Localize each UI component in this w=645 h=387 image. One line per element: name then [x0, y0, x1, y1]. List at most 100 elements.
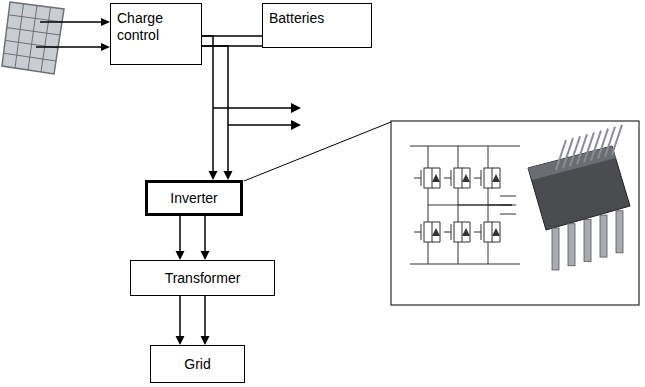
diode-lead [500, 168, 501, 188]
box-label: Charge control [117, 10, 195, 44]
panel-grid-line [41, 7, 51, 72]
leader-line [244, 122, 391, 181]
load-outputs [213, 103, 301, 130]
panel-wire [40, 21, 102, 23]
wire-line [202, 46, 228, 173]
mosfet-symbol [454, 222, 462, 242]
box-label: Grid [184, 356, 210, 373]
arrow-head [224, 171, 233, 180]
panel-wire [36, 46, 102, 48]
gate-lead [474, 178, 481, 179]
wire-line [179, 216, 181, 253]
solar-panel [2, 2, 64, 74]
arrow-head [291, 103, 301, 113]
diode-lead [462, 188, 470, 189]
diode-lead [470, 222, 471, 242]
gate-lead [444, 178, 451, 179]
diode-symbol [432, 174, 440, 182]
load-wire [228, 124, 292, 126]
diode-lead [432, 242, 440, 243]
load-wire [213, 107, 292, 109]
arrow-head [101, 18, 110, 26]
wire-line [204, 216, 206, 253]
arrow-head [209, 171, 218, 180]
diode-lead [492, 242, 500, 243]
panel-grid-line [7, 28, 60, 35]
wire-connector [176, 216, 210, 260]
wire-line [204, 296, 206, 338]
wire-line [202, 36, 213, 173]
mosfet-symbol [484, 168, 492, 188]
process-box: Transformer [130, 260, 275, 296]
gate-lead [414, 232, 421, 233]
diode-lead [500, 222, 501, 242]
wire-connector [202, 36, 262, 46]
diode-lead [440, 222, 441, 242]
dc-rail [410, 264, 512, 265]
callout-panel [391, 121, 639, 305]
diode-symbol [492, 174, 500, 182]
diode-symbol [462, 228, 470, 236]
box-label: Transformer [165, 270, 241, 287]
gate-lead [444, 232, 451, 233]
diode-lead [462, 168, 470, 169]
mosfet-symbol [454, 168, 462, 188]
wire-line [179, 296, 181, 338]
phase-output [458, 205, 512, 206]
wire-connector [176, 296, 210, 345]
arrow-head [201, 336, 210, 345]
arrow-head [176, 251, 185, 260]
diode-lead [432, 188, 440, 189]
diode-lead [432, 168, 440, 169]
phase-output [500, 214, 516, 215]
diode-lead [492, 222, 500, 223]
process-box: Batteries [262, 3, 372, 48]
arrow-head [101, 43, 110, 51]
process-box: Inverter [145, 180, 243, 216]
diode-symbol [492, 228, 500, 236]
panel-grid-line [28, 6, 37, 71]
power-pin [616, 211, 623, 253]
panel-grid-line [4, 53, 56, 61]
mosfet-symbol [424, 168, 432, 188]
diode-symbol [432, 228, 440, 236]
power-pin [600, 215, 607, 257]
dc-rail [410, 146, 512, 147]
diode-lead [440, 168, 441, 188]
dc-rail [512, 264, 520, 265]
box-label: Batteries [269, 10, 365, 27]
solar-panel-frame [2, 2, 64, 74]
mosfet-symbol [424, 222, 432, 242]
gate-lead [414, 178, 421, 179]
power-pin [552, 228, 559, 270]
signal-pin [612, 125, 622, 155]
gate-lead [474, 232, 481, 233]
power-pin [584, 219, 591, 261]
diode-lead [492, 168, 500, 169]
mosfet-symbol [484, 222, 492, 242]
box-label: Inverter [170, 190, 217, 207]
arrow-head [201, 251, 210, 260]
arrow-head [291, 120, 301, 130]
phase-output [500, 196, 516, 197]
power-pin [568, 224, 575, 266]
inverter-schematic [410, 146, 520, 264]
panel-grid-line [15, 4, 24, 68]
diode-symbol [462, 174, 470, 182]
diode-lead [462, 242, 470, 243]
diode-lead [432, 222, 440, 223]
power-module [528, 125, 630, 270]
dc-rail [512, 146, 520, 147]
wire-connector [202, 36, 233, 180]
diode-lead [492, 188, 500, 189]
diode-lead [462, 222, 470, 223]
process-box: Charge control [110, 3, 202, 65]
panel-grid-line [8, 15, 62, 22]
phase-output [428, 205, 512, 206]
phase-output [488, 205, 512, 206]
arrow-head [176, 336, 185, 345]
diode-lead [470, 168, 471, 188]
